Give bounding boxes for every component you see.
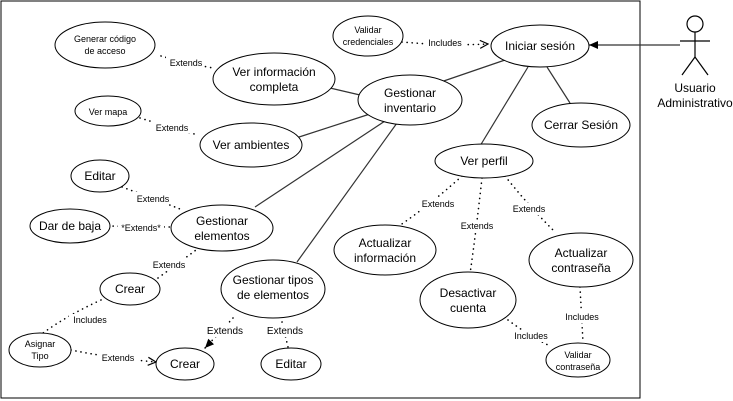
use-case-actualizar-informacion[interactable]: Actualizar información <box>333 224 437 276</box>
assoc-iniciar-cerrar <box>546 66 571 104</box>
use-case-editar-elementos[interactable]: Editar <box>70 159 130 193</box>
label-extends-crear: Extends <box>153 260 186 270</box>
actor-name-line2: Administrativo <box>657 96 733 110</box>
assoc-inventario-info <box>329 87 361 96</box>
use-case-label: Editar <box>84 169 115 183</box>
use-case-crear-tipo[interactable]: Crear <box>155 347 215 381</box>
use-case-label: Cerrar Sesión <box>544 118 618 132</box>
label-extends-asignar-crear: Extends <box>102 353 135 363</box>
use-case-label: Ver perfil <box>460 154 507 168</box>
use-case-label: inventario <box>384 101 436 115</box>
use-case-ver-ambientes[interactable]: Ver ambientes <box>199 122 303 168</box>
actor-name-line1: Usuario <box>674 81 716 95</box>
use-case-dar-de-baja[interactable]: Dar de baja <box>29 208 111 244</box>
use-case-label: Desactivar <box>440 286 497 300</box>
label-includes-asignar: Includes <box>73 315 107 325</box>
use-case-desactivar-cuenta[interactable]: Desactivar cuenta <box>419 271 517 329</box>
use-case-label: Iniciar sesión <box>505 39 575 53</box>
use-case-label: Crear <box>115 282 145 296</box>
label-extends-dar-de-baja: *Extends* <box>121 223 161 233</box>
use-case-gestionar-elementos[interactable]: Gestionar elementos <box>170 204 274 252</box>
use-case-label: elementos <box>194 229 249 243</box>
use-case-iniciar-sesion[interactable]: Iniciar sesión <box>490 24 590 68</box>
use-case-ver-mapa[interactable]: Ver mapa <box>74 95 142 127</box>
use-case-validar-contrasena[interactable]: Validar contraseña <box>545 342 611 378</box>
assoc-inventario-ambientes <box>295 113 371 139</box>
use-case-label: contraseña <box>551 261 611 275</box>
assoc-inventario-elementos <box>254 120 386 208</box>
use-case-ver-informacion-completa[interactable]: Ver información completa <box>212 52 336 106</box>
use-case-label: Generar código <box>74 34 136 44</box>
label-extends-generar-codigo: Extends <box>170 58 203 68</box>
use-case-label: de acceso <box>84 46 125 56</box>
use-case-label: completa <box>250 80 299 94</box>
use-case-label: Ver ambientes <box>213 138 290 152</box>
use-case-label: Editar <box>275 357 306 371</box>
label-extends-editar: Extends <box>137 194 170 204</box>
stick-figure-icon <box>680 15 710 76</box>
use-case-label: Tipo <box>31 351 48 361</box>
label-extends-tipos-editar: Extends <box>267 326 303 337</box>
system-boundary <box>0 0 641 399</box>
assoc-iniciar-ver-perfil <box>479 66 529 147</box>
use-case-label: Ver mapa <box>89 107 128 117</box>
dep-mapa-ambientes <box>139 117 199 136</box>
label-includes-validar-contrasena-b: Includes <box>514 331 548 341</box>
label-includes-credenciales: Includes <box>428 38 462 48</box>
use-case-editar-tipo[interactable]: Editar <box>260 347 322 381</box>
label-includes-validar-contrasena-a: Includes <box>565 312 599 322</box>
use-case-ver-perfil[interactable]: Ver perfil <box>434 143 534 179</box>
use-case-validar-credenciales[interactable]: Validar credenciales <box>332 15 404 57</box>
use-case-label: Ver información <box>232 65 315 79</box>
use-case-label: Asignar <box>25 339 56 349</box>
dep-contrasena-validar <box>579 286 584 343</box>
use-case-actualizar-contrasena[interactable]: Actualizar contraseña <box>528 232 634 288</box>
label-extends-tipos-crear: Extends <box>207 326 243 337</box>
use-case-label: Gestionar <box>384 86 436 100</box>
use-case-label: Gestionar <box>196 214 248 228</box>
use-case-label: de elementos <box>237 288 309 302</box>
assoc-inventario-tipos <box>296 122 398 263</box>
use-case-gestionar-tipos[interactable]: Gestionar tipos de elementos <box>220 259 326 319</box>
use-case-label: Actualizar <box>359 236 412 250</box>
label-extends-actualizar-contrasena: Extends <box>513 204 546 214</box>
use-case-label: Validar <box>564 350 591 360</box>
label-extends-desactivar: Extends <box>461 221 494 231</box>
use-case-cerrar-sesion[interactable]: Cerrar Sesión <box>531 102 631 148</box>
use-case-asignar-tipo[interactable]: Asignar Tipo <box>8 332 72 368</box>
use-case-label: credenciales <box>343 37 394 47</box>
use-case-label: Validar <box>354 25 381 35</box>
use-case-label: contraseña <box>556 362 601 372</box>
use-case-label: Actualizar <box>555 246 608 260</box>
relation-labels: Includes Extends Extends Extends *Extend… <box>69 36 603 364</box>
use-case-label: Gestionar tipos <box>233 273 314 287</box>
use-case-crear-elemento[interactable]: Crear <box>99 272 161 306</box>
use-case-gestionar-inventario[interactable]: Gestionar inventario <box>357 74 463 126</box>
actor-usuario-administrativo[interactable]: Usuario Administrativo <box>657 15 733 110</box>
dep-crear-asignar <box>42 299 102 334</box>
dep-perfil-actualizar-info <box>395 175 463 229</box>
use-case-generar-codigo[interactable]: Generar código de acceso <box>54 21 156 69</box>
use-case-label: cuenta <box>450 301 486 315</box>
label-extends-ver-mapa: Extends <box>156 123 189 133</box>
label-extends-actualizar-info: Extends <box>422 199 455 209</box>
use-case-label: Dar de baja <box>39 219 101 233</box>
use-case-label: Crear <box>170 357 200 371</box>
use-case-label: información <box>354 251 416 265</box>
